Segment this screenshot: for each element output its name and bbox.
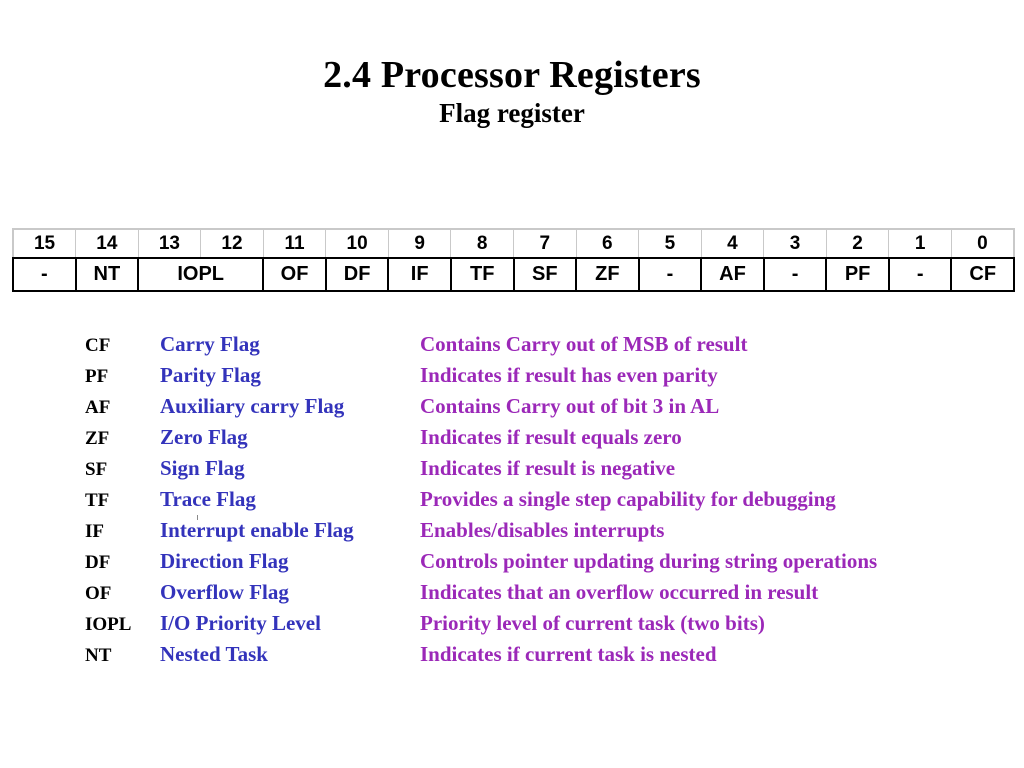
legend-name-if: Interrupt enable Flag bbox=[160, 518, 354, 542]
flag-cell-df: DF bbox=[324, 257, 390, 292]
legend-abbr-iopl: IOPL bbox=[85, 614, 132, 635]
legend-name-sf: Sign Flag bbox=[160, 456, 245, 480]
flag-cell-sf: SF bbox=[512, 257, 578, 292]
page-title: 2.4 Processor Registers bbox=[323, 54, 701, 96]
legend-description-iopl: Priority level of current task (two bits… bbox=[420, 611, 765, 635]
bit-number-cell-11: 11 bbox=[262, 228, 327, 259]
legend-row: ZF Zero Flag Indicates if result equals ze… bbox=[85, 422, 1015, 453]
flag-cell-reserved: - bbox=[637, 257, 703, 292]
flag-legend-list: CF Carry Flag Contains Carry out of MSB of… bbox=[85, 329, 1015, 670]
legend-abbr-cf: CF bbox=[85, 335, 111, 356]
legend-row: AF Auxiliary carry Flag Contains Carry out… bbox=[85, 391, 1015, 422]
legend-name-cf: Carry Flag bbox=[160, 332, 260, 356]
legend-row: OF Overflow Flag Indicates that an overflo… bbox=[85, 577, 1015, 608]
legend-name-of: Overflow Flag bbox=[160, 580, 289, 604]
legend-row: IOPL I/O Priority Level Priority level of … bbox=[85, 608, 1015, 639]
legend-name-tf: Trace Flag bbox=[160, 487, 256, 511]
bit-number-cell-12: 12 bbox=[200, 228, 264, 259]
legend-description-tf: Provides a single step capability for de… bbox=[420, 487, 836, 511]
legend-row: DF Direction Flag Controls pointer updatin… bbox=[85, 546, 1015, 577]
flag-cell-reserved: - bbox=[12, 257, 77, 292]
flag-cell-cf: CF bbox=[950, 257, 1015, 292]
legend-abbr-sf: SF bbox=[85, 459, 108, 480]
bit-number-cell-0: 0 bbox=[950, 228, 1015, 259]
legend-name-df: Direction Flag bbox=[160, 549, 289, 573]
legend-row: CF Carry Flag Contains Carry out of MSB of… bbox=[85, 329, 1015, 360]
flag-cell-reserved: - bbox=[762, 257, 828, 292]
flag-cell-reserved: - bbox=[887, 257, 953, 292]
bit-number-cell-8: 8 bbox=[450, 228, 514, 259]
bit-number-cell-2: 2 bbox=[825, 228, 890, 259]
bit-number-cell-1: 1 bbox=[888, 228, 952, 259]
legend-description-af: Contains Carry out of bit 3 in AL bbox=[420, 394, 720, 418]
bit-number-cell-14: 14 bbox=[75, 228, 139, 259]
legend-name-af: Auxiliary carry Flag bbox=[160, 394, 345, 418]
legend-abbr-if: IF bbox=[85, 521, 104, 542]
legend-description-zf: Indicates if result equals zero bbox=[420, 425, 682, 449]
flag-cell-pf: PF bbox=[825, 257, 890, 292]
legend-abbr-af: AF bbox=[85, 397, 111, 418]
legend-abbr-tf: TF bbox=[85, 490, 110, 511]
bit-number-cell-13: 13 bbox=[137, 228, 202, 259]
legend-row: PF Parity Flag Indicates if result has eve… bbox=[85, 360, 1015, 391]
legend-abbr-of: OF bbox=[85, 583, 112, 604]
title-block: 2.4 Processor Registers Flag register bbox=[0, 52, 1024, 130]
legend-name-pf: Parity Flag bbox=[160, 363, 261, 387]
legend-abbr-pf: PF bbox=[85, 366, 109, 387]
legend-abbr-zf: ZF bbox=[85, 428, 110, 449]
bit-number-cell-15: 15 bbox=[12, 228, 77, 259]
legend-abbr-df: DF bbox=[85, 552, 111, 573]
legend-row: SF Sign Flag Indicates if result is negati… bbox=[85, 453, 1015, 484]
bit-number-cell-7: 7 bbox=[513, 228, 577, 259]
legend-row: TF Trace Flag Provides a single step capab… bbox=[85, 484, 1015, 515]
legend-name-iopl: I/O Priority Level bbox=[160, 611, 321, 635]
bit-number-cell-4: 4 bbox=[700, 228, 765, 259]
legend-description-df: Controls pointer updating during string … bbox=[420, 549, 878, 573]
page-subtitle: Flag register bbox=[439, 98, 585, 128]
legend-description-of: Indicates that an overflow occurred in r… bbox=[420, 580, 819, 604]
flag-cell-nt: NT bbox=[74, 257, 140, 292]
legend-name-zf: Zero Flag bbox=[160, 425, 248, 449]
legend-description-sf: Indicates if result is negative bbox=[420, 456, 676, 480]
flag-cell-iopl: IOPL bbox=[137, 257, 265, 292]
legend-description-pf: Indicates if result has even parity bbox=[420, 363, 718, 387]
bit-number-cell-3: 3 bbox=[763, 228, 827, 259]
iopl-divider-artifact bbox=[197, 515, 198, 520]
bit-number-cell-10: 10 bbox=[325, 228, 389, 259]
flag-cell-if: IF bbox=[387, 257, 452, 292]
bit-number-cell-9: 9 bbox=[387, 228, 452, 259]
flag-cell-of: OF bbox=[262, 257, 327, 292]
bit-number-cell-5: 5 bbox=[638, 228, 702, 259]
flag-cell-af: AF bbox=[700, 257, 765, 292]
legend-description-nt: Indicates if current task is nested bbox=[420, 642, 717, 666]
legend-description-if: Enables/disables interrupts bbox=[420, 518, 665, 542]
legend-row: IF Interrupt enable Flag Enables/disables … bbox=[85, 515, 1015, 546]
flag-cell-tf: TF bbox=[449, 257, 515, 292]
flag-cell-zf: ZF bbox=[575, 257, 640, 292]
legend-description-cf: Contains Carry out of MSB of result bbox=[420, 332, 748, 356]
legend-name-nt: Nested Task bbox=[160, 642, 268, 666]
legend-row: NT Nested Task Indicates if current task i… bbox=[85, 639, 1015, 670]
legend-abbr-nt: NT bbox=[85, 645, 112, 666]
bit-number-cell-6: 6 bbox=[575, 228, 640, 259]
